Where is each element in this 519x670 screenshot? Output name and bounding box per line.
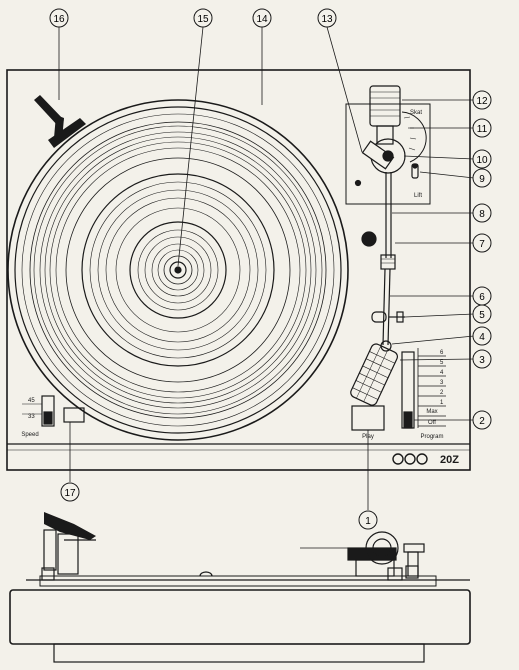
lift-label: Lift <box>414 193 422 199</box>
model-label: 20Z <box>440 454 459 466</box>
callout-8: 8 <box>472 203 492 223</box>
callout-12: 12 <box>472 90 492 110</box>
svg-text:10: 10 <box>476 155 488 166</box>
program-slider <box>401 351 415 429</box>
callout-7: 7 <box>472 233 492 253</box>
callout-4: 4 <box>472 326 492 346</box>
side-view <box>9 512 471 663</box>
svg-text:3: 3 <box>479 355 485 366</box>
callout-6: 6 <box>472 286 492 306</box>
counterweight <box>369 85 401 145</box>
callout-14: 14 <box>252 8 272 28</box>
single-adapter-icon <box>34 95 86 148</box>
svg-text:15: 15 <box>197 14 209 25</box>
scale-2: 2 <box>440 390 444 396</box>
lift-dot <box>354 179 362 187</box>
callout-5: 5 <box>472 304 492 324</box>
callout-9: 9 <box>472 168 492 188</box>
speed-45-label: 45 <box>28 398 35 404</box>
svg-text:9: 9 <box>479 174 485 185</box>
svg-text:17: 17 <box>64 488 76 499</box>
svg-text:1: 1 <box>365 516 371 527</box>
callout-3: 3 <box>472 349 492 369</box>
callout-17: 17 <box>60 482 80 502</box>
speed-33-label: 33 <box>28 414 35 420</box>
platter <box>7 99 349 441</box>
svg-text:13: 13 <box>321 14 333 25</box>
scale-1: 1 <box>440 400 444 406</box>
speed-selector <box>22 395 85 427</box>
callout-15: 15 <box>193 8 213 28</box>
svg-text:5: 5 <box>479 310 485 321</box>
brand-logo <box>392 453 428 465</box>
scale-6: 6 <box>440 350 444 356</box>
program-label: Program <box>420 434 443 440</box>
antiskate-scale-label: Skat <box>410 110 422 116</box>
svg-text:8: 8 <box>479 209 485 220</box>
arm-rest <box>361 231 377 247</box>
callout-2: 2 <box>472 410 492 430</box>
scale-5: 5 <box>440 360 444 366</box>
leader-lines <box>58 26 475 510</box>
svg-text:16: 16 <box>53 14 65 25</box>
callout-13: 13 <box>317 8 337 28</box>
plinth-outline <box>6 69 471 471</box>
play-button <box>351 405 385 431</box>
callout-16: 16 <box>49 8 69 28</box>
svg-text:2: 2 <box>479 416 485 427</box>
callout-10: 10 <box>472 149 492 169</box>
program-scale <box>417 348 446 428</box>
callouts: 16 15 14 13 12 11 10 9 8 7 6 5 4 3 2 1 1… <box>49 8 492 530</box>
scale-3: 3 <box>440 380 444 386</box>
headshell <box>350 343 398 406</box>
svg-text:14: 14 <box>256 14 268 25</box>
antiskate-dial <box>401 111 427 163</box>
callout-11: 11 <box>472 118 492 138</box>
svg-text:6: 6 <box>479 292 485 303</box>
cue-lever <box>371 311 405 323</box>
off-label: Off <box>428 420 436 426</box>
svg-text:11: 11 <box>477 124 488 135</box>
svg-text:7: 7 <box>479 239 485 250</box>
callout-1: 1 <box>358 510 378 530</box>
play-label: Play <box>362 434 374 440</box>
svg-text:4: 4 <box>479 332 485 343</box>
scale-4: 4 <box>440 370 444 376</box>
max-label: Max <box>426 409 437 415</box>
lift-lever <box>411 163 419 179</box>
tonearm <box>380 172 396 346</box>
speed-label: Speed <box>21 432 38 438</box>
svg-text:12: 12 <box>476 96 488 107</box>
